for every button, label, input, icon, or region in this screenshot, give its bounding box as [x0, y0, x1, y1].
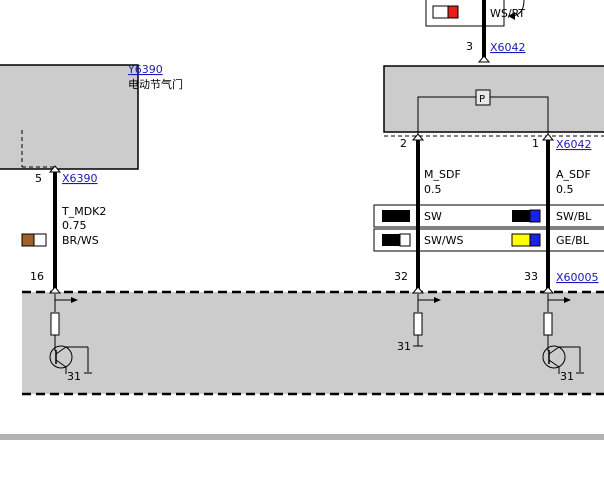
wire-color-br-ws: BR/WS — [62, 234, 99, 247]
circuit-mid: 31 — [397, 294, 441, 353]
p-box — [475, 89, 491, 106]
wire-color-ws-rt: WS/RT — [490, 7, 525, 20]
swatch-white-left — [33, 233, 47, 247]
pin16-marker — [48, 286, 62, 294]
component-name: 电动节气门 — [128, 77, 183, 91]
pin-33: 33 — [524, 270, 538, 283]
pin32-marker — [411, 286, 425, 294]
component-link-y6390[interactable]: Y6390 — [127, 63, 163, 76]
p-label: P — [479, 94, 485, 105]
arrow-right — [564, 297, 571, 303]
module-y6390 — [0, 64, 139, 170]
swatch-sw-bl-blue — [529, 209, 541, 223]
wire-name-a-sdf: A_SDF — [556, 168, 591, 181]
color-sw: SW — [424, 210, 442, 223]
ground-31-left: 31 — [67, 370, 81, 383]
swatch-red — [447, 5, 459, 19]
connector-link-x60005[interactable]: X60005 — [556, 271, 599, 284]
swatch-ge-bl-yellow — [511, 233, 531, 247]
pin-32: 32 — [394, 270, 408, 283]
pin-2: 2 — [400, 137, 407, 150]
resistor-right — [543, 312, 553, 336]
connector-link-x6042-top[interactable]: X6042 — [490, 41, 526, 54]
module-right — [383, 65, 604, 133]
arrow-left — [71, 297, 78, 303]
swatch-sw-ws-black — [382, 234, 400, 246]
swatch-sw-ws-white — [399, 233, 411, 247]
swatch-brown — [21, 233, 35, 247]
pin2-marker — [411, 133, 425, 141]
transistor-left — [49, 345, 73, 369]
pin1-marker — [541, 133, 555, 141]
page-divider — [0, 434, 604, 440]
pin-1: 1 — [532, 137, 539, 150]
swatch-white — [432, 5, 449, 19]
ground-31-mid: 31 — [397, 340, 411, 353]
connector-link-x6390[interactable]: X6390 — [62, 172, 98, 185]
color-key-table: SW SW/WS SW/BL GE/BL — [373, 204, 604, 252]
resistor-mid — [413, 312, 423, 336]
connector-link-x6042[interactable]: X6042 — [556, 138, 592, 151]
wire-cross-section-right: 0.5 — [556, 183, 574, 196]
color-sw-bl: SW/BL — [556, 210, 592, 223]
transistor-right — [542, 345, 566, 369]
pin-5: 5 — [35, 172, 42, 185]
circuit-right: 31 — [542, 294, 584, 383]
wire-name-m-sdf: M_SDF — [424, 168, 461, 181]
swatch-sw-bl-black — [512, 210, 530, 222]
circuit-left: 31 — [49, 294, 92, 383]
wire-name-t-mdk2: T_MDK2 — [61, 205, 106, 218]
swatch-ge-bl-blue — [529, 233, 541, 247]
pin-3: 3 — [466, 40, 473, 53]
wire-cross-section-left: 0.75 — [62, 219, 87, 232]
wire-cross-section-mid: 0.5 — [424, 183, 442, 196]
ground-31-right: 31 — [560, 370, 574, 383]
color-ge-bl: GE/BL — [556, 234, 590, 247]
resistor-left — [50, 312, 60, 336]
color-sw-ws: SW/WS — [424, 234, 463, 247]
pin33-marker — [541, 286, 555, 294]
arrow-mid — [434, 297, 441, 303]
ref-arrow-head — [508, 12, 515, 20]
swatch-sw — [382, 210, 410, 222]
pin3-marker — [477, 55, 491, 63]
pin-16: 16 — [30, 270, 44, 283]
control-unit — [22, 292, 604, 394]
top-color-key: WS/RT — [425, 0, 525, 27]
pin5-marker — [48, 165, 62, 173]
